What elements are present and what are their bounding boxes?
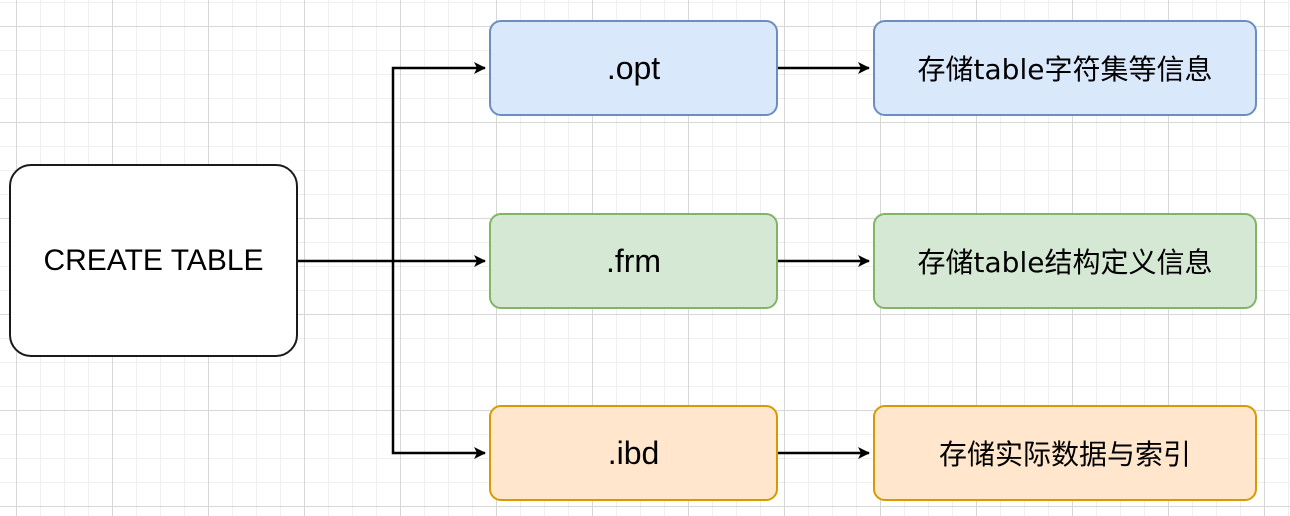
- ibd-file-node[interactable]: .ibd: [489, 405, 778, 501]
- frm-file-node[interactable]: .frm: [489, 213, 778, 309]
- opt-file-node[interactable]: .opt: [489, 20, 778, 116]
- frm-description-node[interactable]: 存储table结构定义信息: [873, 213, 1257, 309]
- opt-description-label: 存储table字符集等信息: [917, 53, 1213, 86]
- opt-file-label: .opt: [606, 49, 661, 86]
- edge-create-to-ibd: [391, 261, 486, 459]
- edge-create-to-opt: [391, 62, 486, 261]
- create-table-node[interactable]: CREATE TABLE: [9, 164, 298, 357]
- opt-description-node[interactable]: 存储table字符集等信息: [873, 20, 1257, 116]
- ibd-description-node[interactable]: 存储实际数据与索引: [873, 405, 1257, 501]
- ibd-description-label: 存储实际数据与索引: [938, 438, 1191, 471]
- frm-description-label: 存储table结构定义信息: [917, 246, 1213, 279]
- ibd-file-label: .ibd: [607, 434, 660, 471]
- create-table-label: CREATE TABLE: [43, 243, 264, 277]
- frm-file-label: .frm: [605, 242, 662, 279]
